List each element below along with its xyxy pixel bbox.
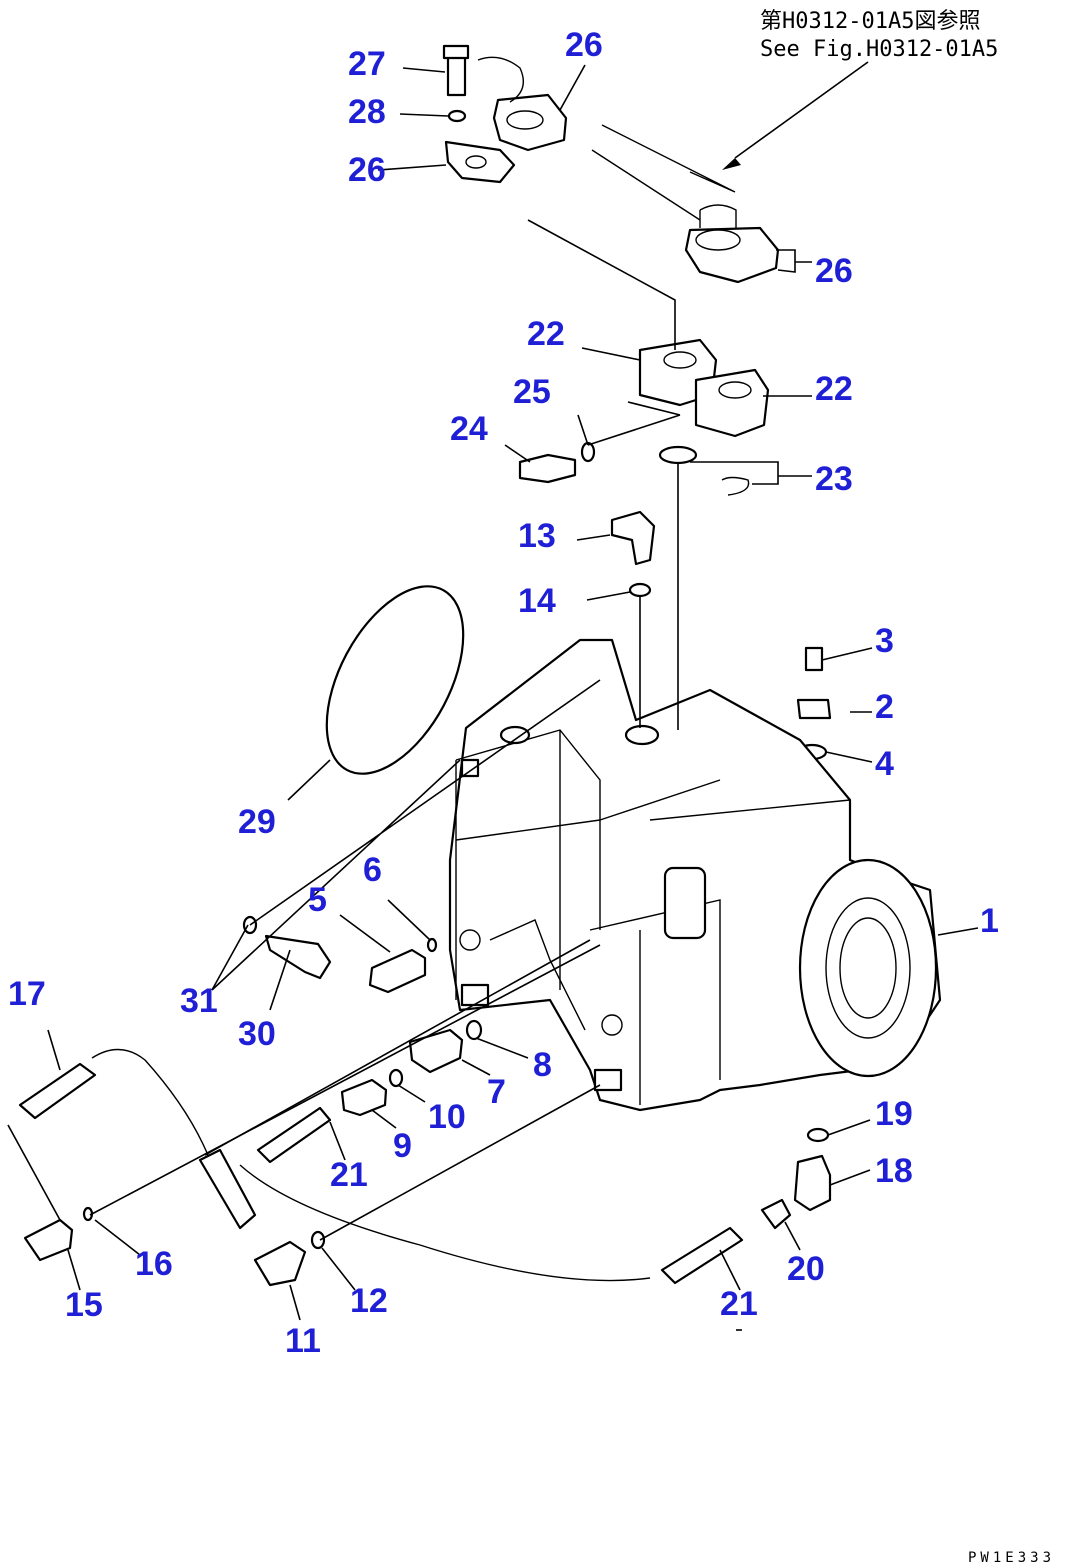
callout-18: 18	[875, 1152, 913, 1190]
callout-15: 15	[65, 1286, 103, 1324]
callout-21-lower: 21	[720, 1285, 758, 1323]
callout-26-top: 26	[565, 26, 603, 64]
callout-29: 29	[238, 803, 276, 841]
split-flanges	[638, 338, 770, 438]
callout-12: 12	[350, 1282, 388, 1320]
fitting-24	[518, 441, 596, 484]
reference-note-jp: 第H0312-01A5図参照	[760, 9, 980, 34]
callout-3: 3	[875, 622, 894, 660]
callout-23: 23	[815, 460, 853, 498]
callout-7: 7	[487, 1073, 506, 1111]
callout-22-left: 22	[527, 315, 565, 353]
callout-26-left: 26	[348, 151, 386, 189]
callout-20: 20	[787, 1250, 825, 1288]
callout-19: 19	[875, 1095, 913, 1133]
callout-26-right: 26	[815, 252, 853, 290]
callout-13: 13	[518, 517, 556, 555]
callout-1: 1	[980, 902, 999, 940]
callout-11: 11	[285, 1322, 321, 1360]
callout-8: 8	[533, 1046, 552, 1084]
clamp-assembly	[442, 44, 568, 184]
callout-5: 5	[308, 881, 327, 919]
callout-6: 6	[363, 851, 382, 889]
leader-lines	[7, 64, 979, 1331]
callout-24: 24	[450, 410, 488, 448]
callout-25: 25	[513, 373, 551, 411]
callout-10: 10	[428, 1098, 466, 1136]
callout-30: 30	[238, 1015, 276, 1053]
callout-22-right: 22	[815, 370, 853, 408]
callout-9: 9	[393, 1127, 412, 1165]
callout-labels: 27 28 26 26 26 22 22 25 24 23 13 14 3 2 …	[8, 26, 999, 1360]
callout-28: 28	[348, 93, 386, 131]
main-pump	[448, 638, 942, 1112]
callout-21-upper: 21	[330, 1156, 368, 1194]
callout-14: 14	[518, 582, 556, 620]
reference-note-en: See Fig.H0312-01A5	[760, 37, 998, 62]
hose-top	[591, 124, 780, 284]
callout-16: 16	[135, 1245, 173, 1283]
diagram-code: PW1E333	[968, 1550, 1055, 1566]
callout-31: 31	[180, 982, 218, 1020]
callout-2: 2	[875, 688, 894, 726]
callout-27: 27	[348, 45, 386, 83]
callout-4: 4	[875, 745, 894, 783]
callout-17: 17	[8, 975, 46, 1013]
